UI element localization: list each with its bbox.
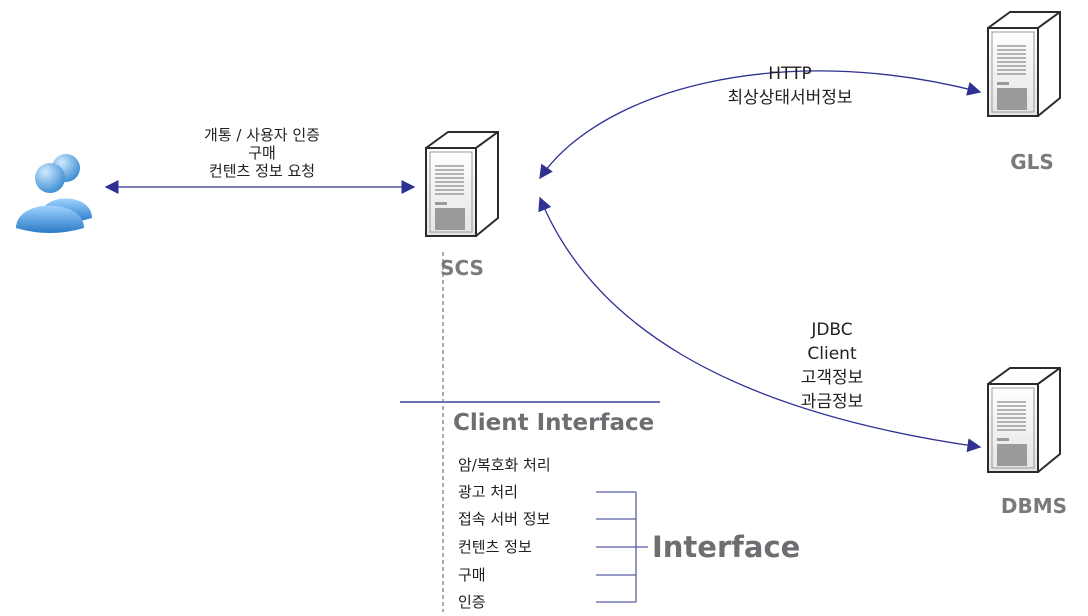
users-icon — [16, 154, 92, 233]
link-label-line: HTTP — [768, 64, 812, 84]
interface-item: 구매 — [458, 566, 486, 584]
user-scs-link-label: 개통 / 사용자 인증 구매 컨텐츠 정보 요청 — [204, 126, 320, 180]
dbms-label: DBMS — [1000, 494, 1068, 518]
link-label-line: 최상상태서버정보 — [727, 88, 853, 108]
scs-label: SCS — [440, 256, 484, 280]
interface-item: 광고 처리 — [458, 483, 518, 501]
link-label-line: Client — [807, 344, 857, 364]
interface-bracket-label: Interface — [652, 530, 801, 564]
link-label-line: 구매 — [248, 144, 276, 162]
link-label-line: 개통 / 사용자 인증 — [204, 126, 320, 144]
interface-bracket — [596, 491, 648, 603]
link-label-line: JDBC — [811, 320, 853, 340]
link-label-line: 과금정보 — [800, 392, 864, 412]
dbms-server-icon — [987, 367, 1061, 473]
gls-server-icon — [987, 11, 1061, 117]
scs-server-icon — [425, 131, 499, 237]
scs-dbms-link-label: JDBC Client 고객정보 과금정보 — [801, 318, 864, 414]
interface-item: 인증 — [458, 593, 486, 611]
interface-item: 컨텐츠 정보 — [458, 538, 532, 556]
link-label-line: 고객정보 — [800, 368, 864, 388]
scs-dbms-link — [538, 196, 982, 453]
link-label-line: 컨텐츠 정보 요청 — [208, 162, 316, 180]
interface-item: 암/복호화 처리 — [458, 456, 551, 474]
interface-item: 접속 서버 정보 — [458, 510, 551, 528]
client-interface-title: Client Interface — [453, 410, 655, 436]
gls-label: GLS — [1010, 150, 1054, 174]
scs-gls-link — [539, 70, 982, 180]
scs-gls-link-label: HTTP 최상상태서버정보 — [727, 62, 852, 110]
